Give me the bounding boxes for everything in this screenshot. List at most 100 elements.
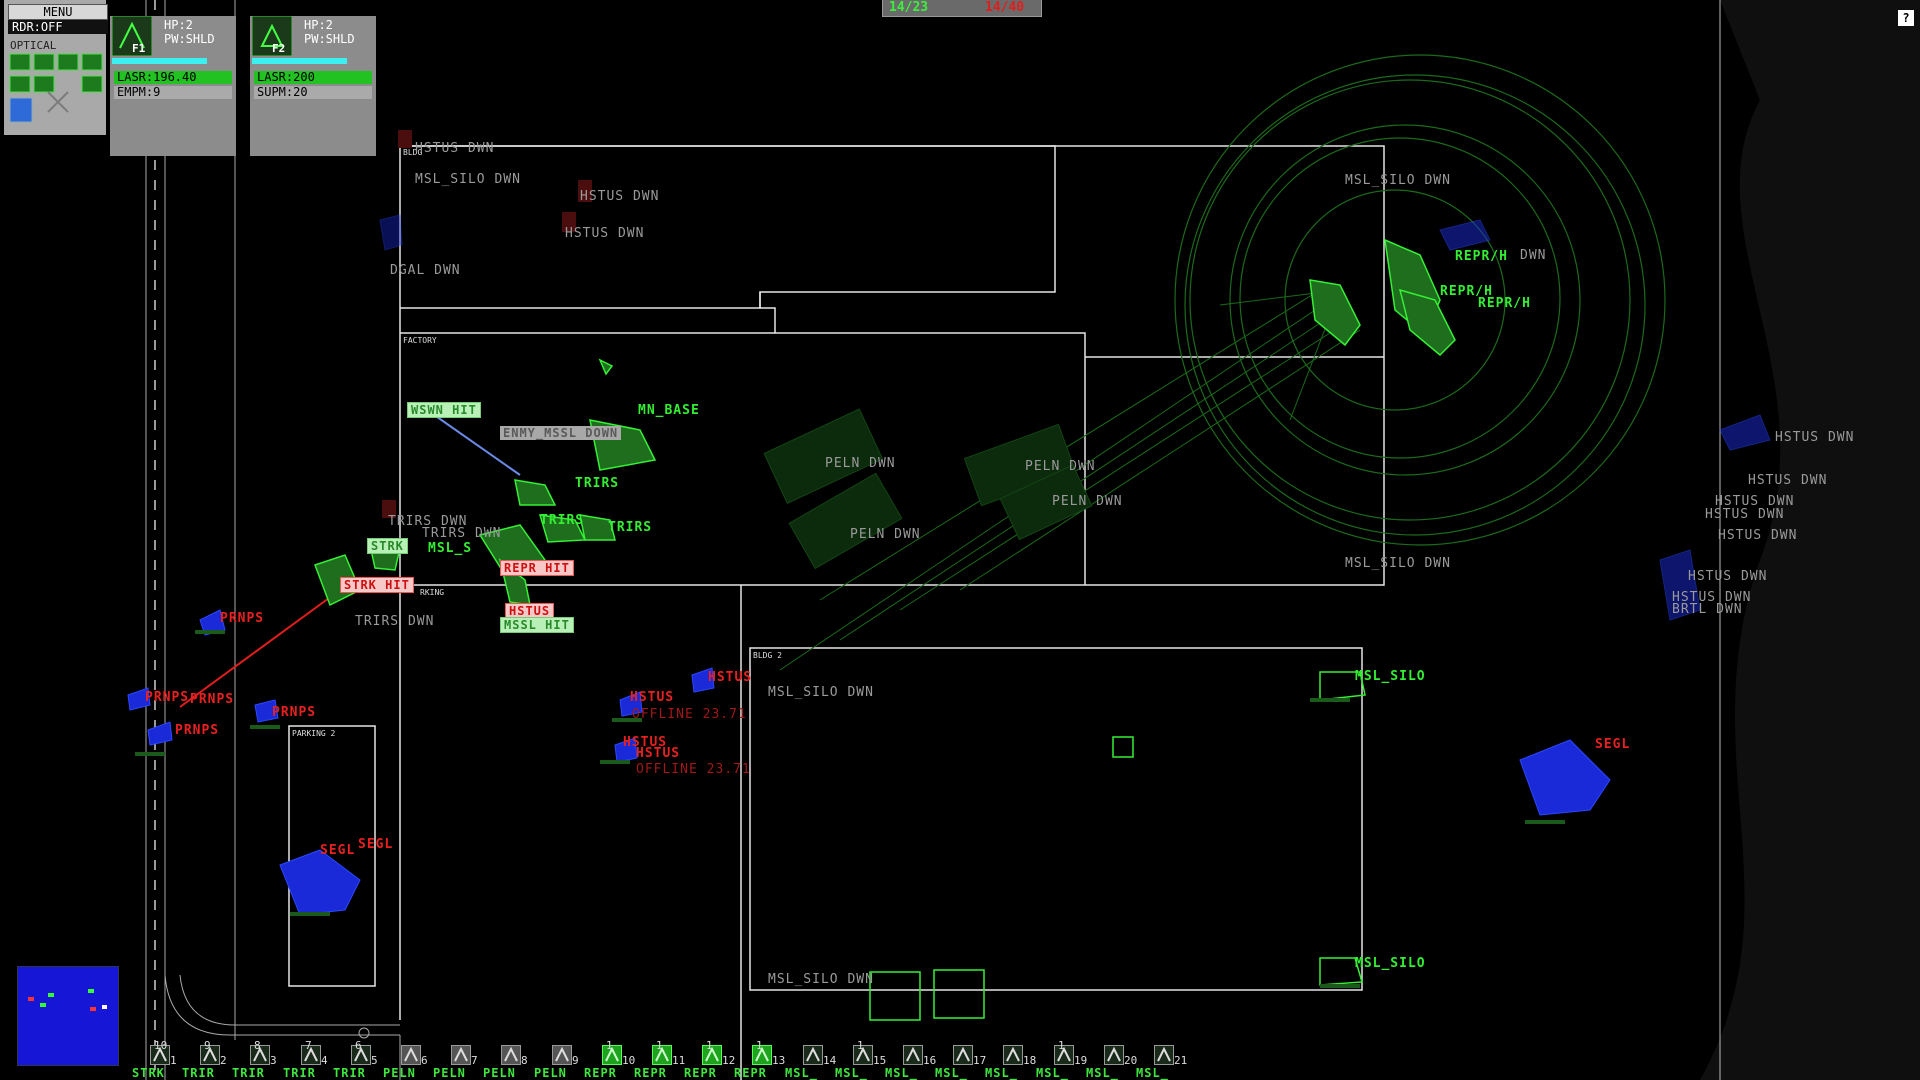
terrain-cmd-icon[interactable] xyxy=(57,53,79,71)
building-label: BLDG xyxy=(403,148,423,157)
hotbar-label: TRIR xyxy=(232,1066,265,1080)
enemy-label[interactable]: PRNPS xyxy=(190,692,235,707)
menu-button[interactable]: MENU xyxy=(8,4,108,20)
hotbar-number: 8 xyxy=(521,1054,528,1067)
help-button[interactable]: ? xyxy=(1898,10,1914,26)
unit-label[interactable]: MSL_SILO xyxy=(1355,669,1426,684)
hotbar-slot[interactable] xyxy=(1003,1045,1023,1065)
status-label: HSTUS DWN xyxy=(580,189,660,204)
hotbar-number: 16 xyxy=(923,1054,937,1067)
hotbar-label: MSL_ xyxy=(885,1066,918,1080)
unit-card-f2[interactable]: F2 HP:2 PW:SHLD LASR:200 SUPM:20 xyxy=(250,16,376,156)
hotbar-slot[interactable] xyxy=(250,1045,270,1065)
cancel-icon[interactable] xyxy=(47,91,69,113)
hotbar-number: 18 xyxy=(1023,1054,1037,1067)
hotbar-label: REPR xyxy=(684,1066,717,1080)
unit-label[interactable]: REPR/H xyxy=(1478,296,1531,311)
hotbar-number: 3 xyxy=(270,1054,277,1067)
weapon-2: SUPM:20 xyxy=(254,86,372,99)
hotbar-slot[interactable] xyxy=(552,1045,572,1065)
radar-cmd-icon[interactable] xyxy=(9,97,33,123)
enemy-label[interactable]: HSTUS xyxy=(623,735,668,750)
enemy-label[interactable]: PRNPS xyxy=(220,611,265,626)
hotbar-slot[interactable] xyxy=(351,1045,371,1065)
hotbar-number: 14 xyxy=(823,1054,837,1067)
radar-toggle[interactable]: RDR:OFF xyxy=(8,20,108,34)
grid-cmd-icon[interactable] xyxy=(9,53,31,71)
enemy-label[interactable]: SEGL xyxy=(320,843,356,858)
hotbar-slot[interactable] xyxy=(501,1045,521,1065)
unit-label[interactable]: MSL_SILO xyxy=(1355,956,1426,971)
road xyxy=(145,0,401,1080)
hotbar-count: 1 xyxy=(756,1039,763,1052)
hotbar-number: 2 xyxy=(220,1054,227,1067)
hotbar-label: REPR xyxy=(634,1066,667,1080)
unit-label[interactable]: MN_BASE xyxy=(638,403,700,418)
enemy-units[interactable] xyxy=(127,214,1771,916)
hotbar-slot[interactable] xyxy=(752,1045,772,1065)
unit-label[interactable]: REPR/H xyxy=(1455,249,1508,264)
hotbar-slot[interactable] xyxy=(200,1045,220,1065)
hotbar-slot[interactable] xyxy=(451,1045,471,1065)
unit-slot-label: F1 xyxy=(132,42,146,55)
hotbar-label: REPR xyxy=(734,1066,767,1080)
hotbar-label: PELN xyxy=(433,1066,466,1080)
enemy-label[interactable]: PRNPS xyxy=(175,723,220,738)
unit-type-icon xyxy=(555,1046,569,1062)
terrain-shade xyxy=(1700,0,1920,1080)
unit-card-f1[interactable]: F1 HP:2 PW:SHLD LASR:196.40 EMPM:9 xyxy=(110,16,236,156)
enemy-label[interactable]: PRNPS xyxy=(145,690,190,705)
map-cmd-icon[interactable] xyxy=(81,53,103,71)
unit-label[interactable]: MSL_S xyxy=(428,541,473,556)
shield-cmd-icon[interactable] xyxy=(33,53,55,71)
hotbar-slot[interactable] xyxy=(803,1045,823,1065)
move-cmd-icon[interactable] xyxy=(81,75,103,93)
status-label: BRTL DWN xyxy=(1672,602,1743,617)
hotbar-slot[interactable] xyxy=(150,1045,170,1065)
hotbar-slot[interactable] xyxy=(853,1045,873,1065)
hotbar-slot[interactable] xyxy=(1104,1045,1124,1065)
hotbar-slot[interactable] xyxy=(301,1045,321,1065)
hotbar-slot[interactable] xyxy=(1154,1045,1174,1065)
unit-type-icon xyxy=(1057,1046,1071,1062)
unit-type-icon xyxy=(153,1046,167,1062)
hotbar-label: MSL_ xyxy=(1086,1066,1119,1080)
status-label: PELN DWN xyxy=(1052,494,1123,509)
minimap[interactable] xyxy=(17,966,119,1066)
hotbar-number: 11 xyxy=(672,1054,686,1067)
hotbar-slot[interactable] xyxy=(652,1045,672,1065)
unit-portrait-icon xyxy=(112,16,152,56)
unit-label[interactable]: TRIRS xyxy=(540,513,585,528)
hotbar-slot[interactable] xyxy=(401,1045,421,1065)
enemy-label[interactable]: HSTUS xyxy=(708,670,753,685)
target-cmd-icon[interactable] xyxy=(33,75,55,93)
shield-bar xyxy=(252,58,347,64)
unit-label[interactable]: REPR/H xyxy=(1440,284,1493,299)
enemy-label[interactable]: SEGL xyxy=(358,837,394,852)
command-grid[interactable] xyxy=(8,52,104,130)
hotbar-label: MSL_ xyxy=(785,1066,818,1080)
hotbar-slot[interactable] xyxy=(602,1045,622,1065)
hotbar-slot[interactable] xyxy=(953,1045,973,1065)
enemy-label[interactable]: PRNPS xyxy=(272,705,317,720)
enemy-label[interactable]: HSTUS xyxy=(630,690,675,705)
hotbar-slot[interactable] xyxy=(1054,1045,1074,1065)
unit-type-icon xyxy=(203,1046,217,1062)
enemy-label[interactable]: HSTUS xyxy=(636,746,681,761)
group-cmd-icon[interactable] xyxy=(9,75,31,93)
hotbar-slot[interactable] xyxy=(702,1045,722,1065)
enemy-label[interactable]: SEGL xyxy=(1595,737,1631,752)
hotbar-number: 13 xyxy=(772,1054,786,1067)
unit-type-icon xyxy=(956,1046,970,1062)
hotbar-label: STRK xyxy=(132,1066,165,1080)
status-label: DWN xyxy=(1520,248,1547,263)
unit-label[interactable]: TRIRS xyxy=(608,520,653,535)
status-label: HSTUS DWN xyxy=(1715,494,1795,509)
view-mode-label[interactable]: OPTICAL xyxy=(10,39,57,52)
hotbar-slot[interactable] xyxy=(903,1045,923,1065)
unit-type-icon xyxy=(454,1046,468,1062)
unit-shadows xyxy=(135,630,1565,988)
unit-label[interactable]: TRIRS xyxy=(575,476,620,491)
hotbar-count: 10 xyxy=(154,1039,168,1052)
